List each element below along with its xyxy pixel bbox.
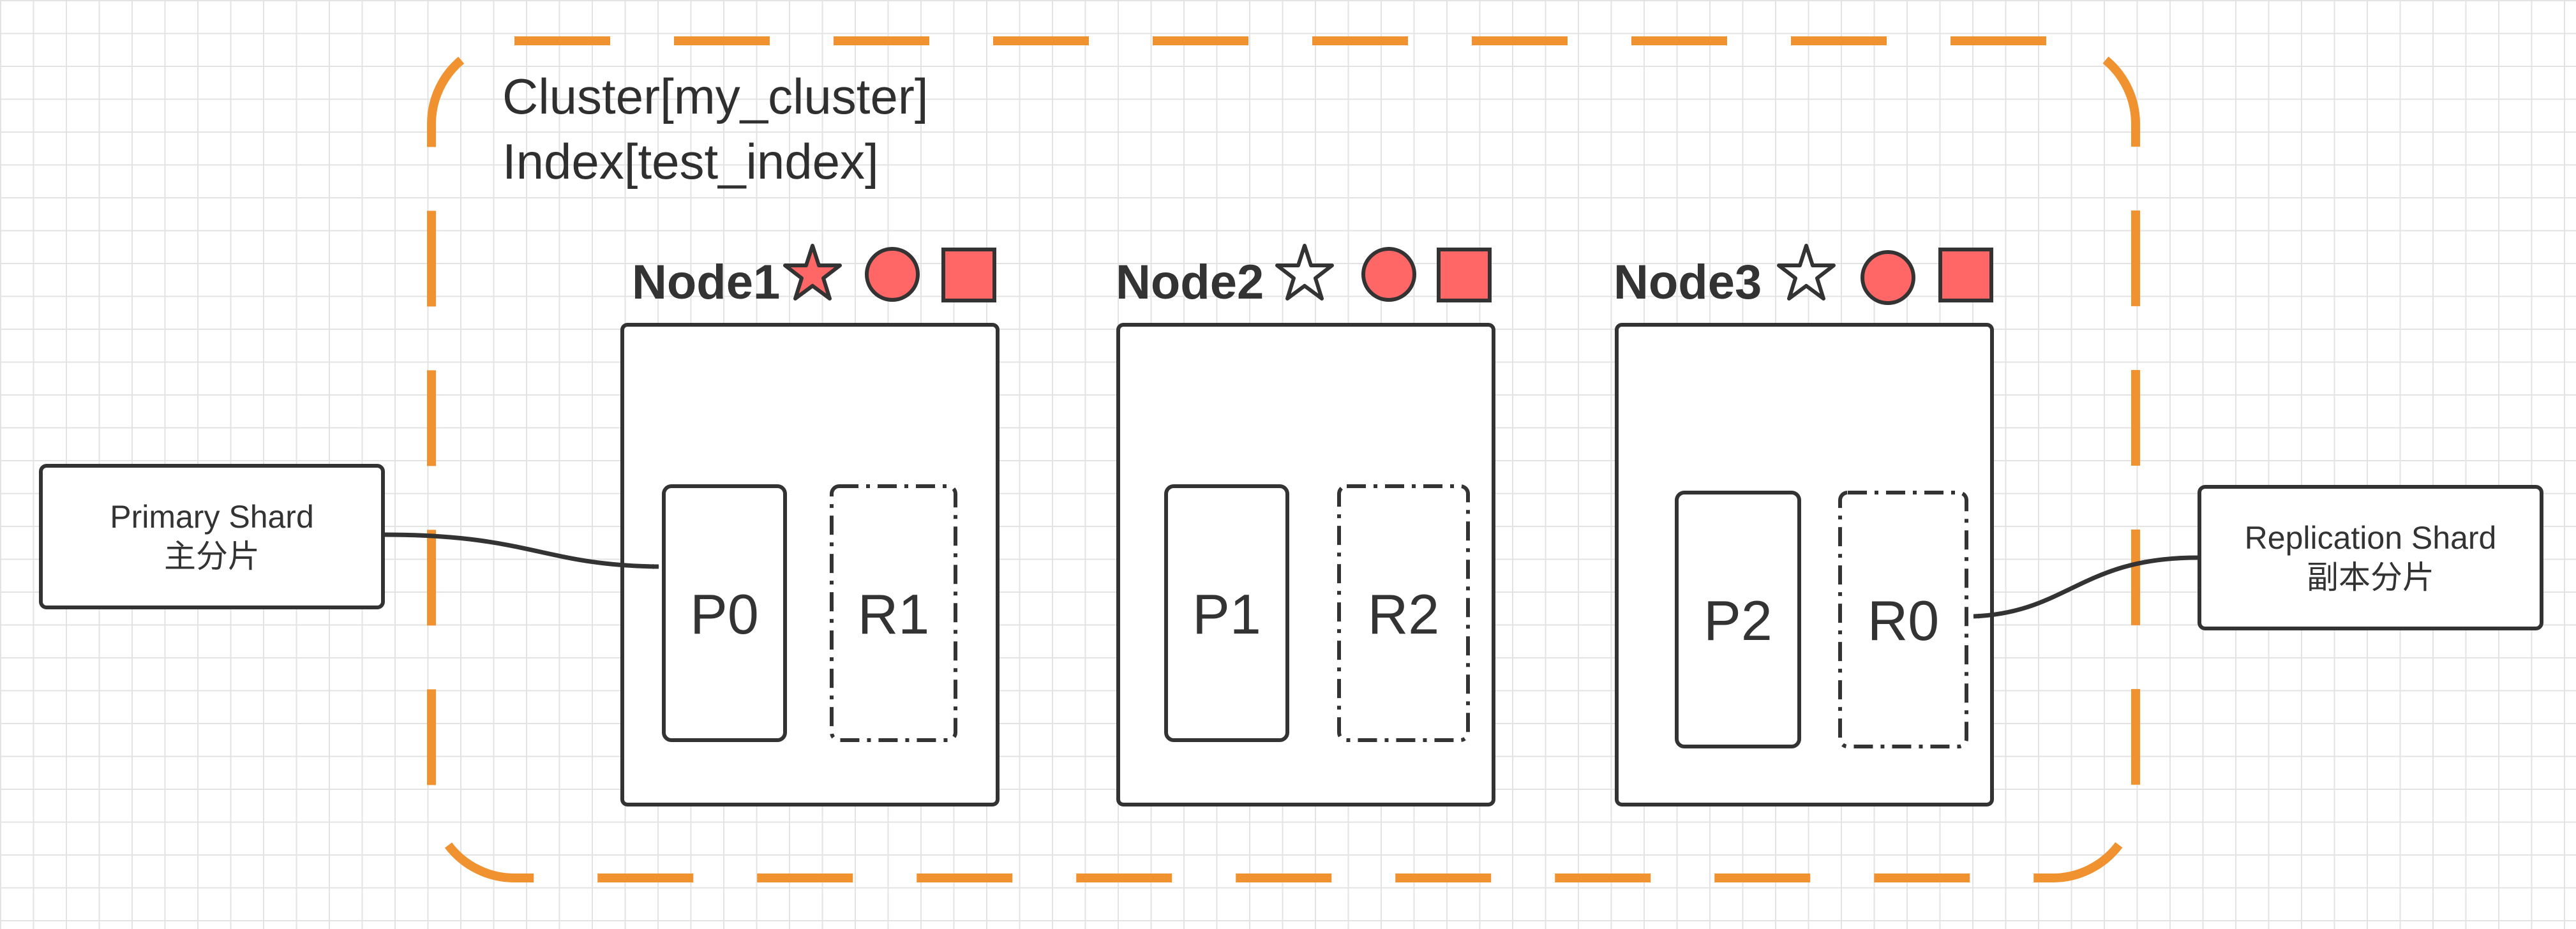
shard-label-p1: P1 [1192,583,1261,646]
primary-connector-arrow [384,532,659,569]
node1-icons [783,244,996,302]
shard-label-r2: R2 [1367,583,1440,646]
primary-shard-p0 [662,484,787,742]
index-title: Index[test_index] [502,133,879,190]
shard-label-r0: R0 [1867,589,1940,652]
replica-callout-subtitle: 副本分片 [2307,560,2434,595]
star-icon [783,244,842,301]
cluster-title: Cluster[my_cluster] [502,68,929,124]
cluster-boundary [427,36,2140,882]
circle-icon [865,247,920,302]
star-outline-icon [1275,244,1334,301]
replica-shard-r0 [1838,491,1968,748]
replica-shard-r1 [830,484,957,742]
shard-label-p2: P2 [1704,589,1772,652]
square-icon [1437,248,1492,302]
node3-label: Node3 [1614,255,1762,309]
node2-icons [1275,244,1492,302]
replication-shard-callout: Replication Shard 副本分片 [2198,485,2543,630]
replica-connector-arrow [1973,555,2198,619]
node1-label: Node1 [632,255,781,309]
node2-label: Node2 [1116,255,1264,309]
node3-icons [1777,244,1993,305]
primary-shard-p1 [1164,484,1289,742]
primary-shard-p2 [1675,491,1801,748]
square-icon [941,248,996,302]
shard-label-r1: R1 [857,583,930,646]
replica-callout-title: Replication Shard [2244,519,2497,556]
circle-icon [1361,247,1416,302]
replica-shard-r2 [1337,484,1470,742]
star-outline-icon [1777,244,1836,301]
shard-label-p0: P0 [690,583,759,646]
square-icon [1938,248,1993,302]
circle-icon [1861,250,1915,305]
primary-callout-subtitle: 主分片 [164,539,260,574]
primary-callout-title: Primary Shard [110,498,314,535]
primary-shard-callout: Primary Shard 主分片 [39,464,385,609]
